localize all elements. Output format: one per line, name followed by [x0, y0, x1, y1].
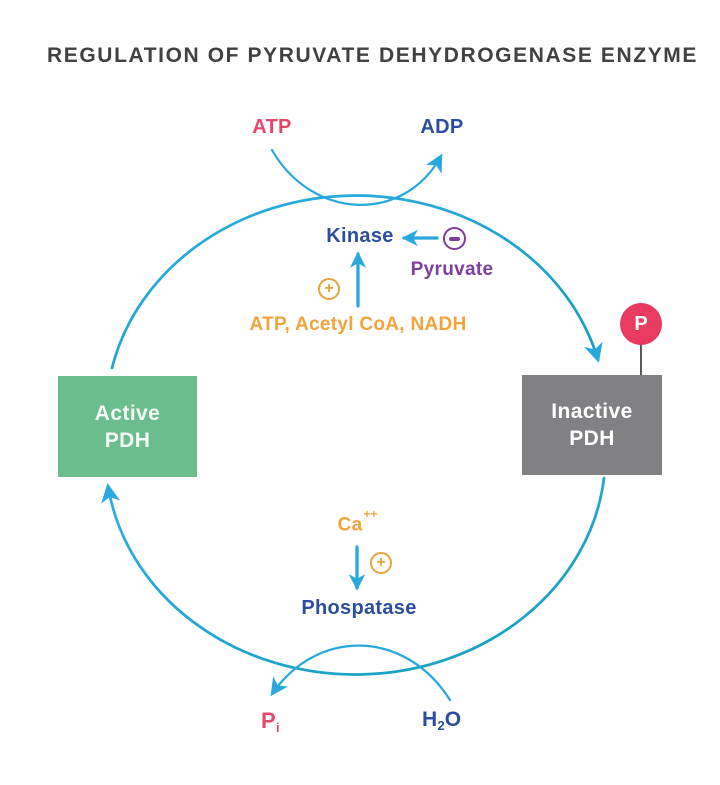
cycle-top-arc: [110, 194, 603, 370]
calcium-charge: ++: [363, 507, 378, 521]
minus-bar: [449, 236, 460, 241]
adp-label: ADP: [420, 116, 464, 138]
kinase-label: Kinase: [326, 225, 394, 247]
inactive-pdh-label-line2: PDH: [569, 427, 615, 450]
plus-circle-icon-kinase: +: [318, 278, 340, 300]
cycle-bottom-arc: [101, 476, 606, 676]
inactive-pdh-label-line1: Inactive: [551, 400, 633, 423]
h2o-pi-arrow: [270, 644, 452, 702]
pi-base: P: [261, 708, 276, 733]
phosphatase-label: Phospatase: [301, 597, 417, 619]
h2o-h: H: [422, 708, 438, 731]
active-pdh-label-line2: PDH: [104, 428, 151, 452]
kinase-activators-label: ATP, Acetyl CoA, NADH: [249, 314, 467, 335]
phosphate-badge: P: [620, 303, 662, 345]
atp-label: ATP: [252, 116, 292, 138]
inactive-pdh-box: Inactive PDH: [522, 375, 662, 475]
h2o-label: H2O: [422, 708, 462, 733]
atp-adp-arrow: [270, 148, 443, 206]
pi-label: Pi: [261, 708, 280, 735]
pyruvate-label: Pyruvate: [410, 259, 494, 280]
active-pdh-label-line1: Active: [94, 401, 161, 425]
pi-subscript: i: [275, 720, 280, 735]
plus-circle-icon-phosphatase: +: [370, 552, 392, 574]
calcium-base: Ca: [337, 514, 363, 536]
h2o-subscript: 2: [437, 718, 445, 733]
diagram-title: REGULATION OF PYRUVATE DEHYDROGENASE ENZ…: [47, 44, 699, 67]
h2o-o: O: [444, 708, 462, 731]
calcium-label: Ca++: [307, 507, 407, 536]
minus-circle-icon: [443, 227, 466, 250]
active-pdh-box: Active PDH: [58, 376, 197, 477]
